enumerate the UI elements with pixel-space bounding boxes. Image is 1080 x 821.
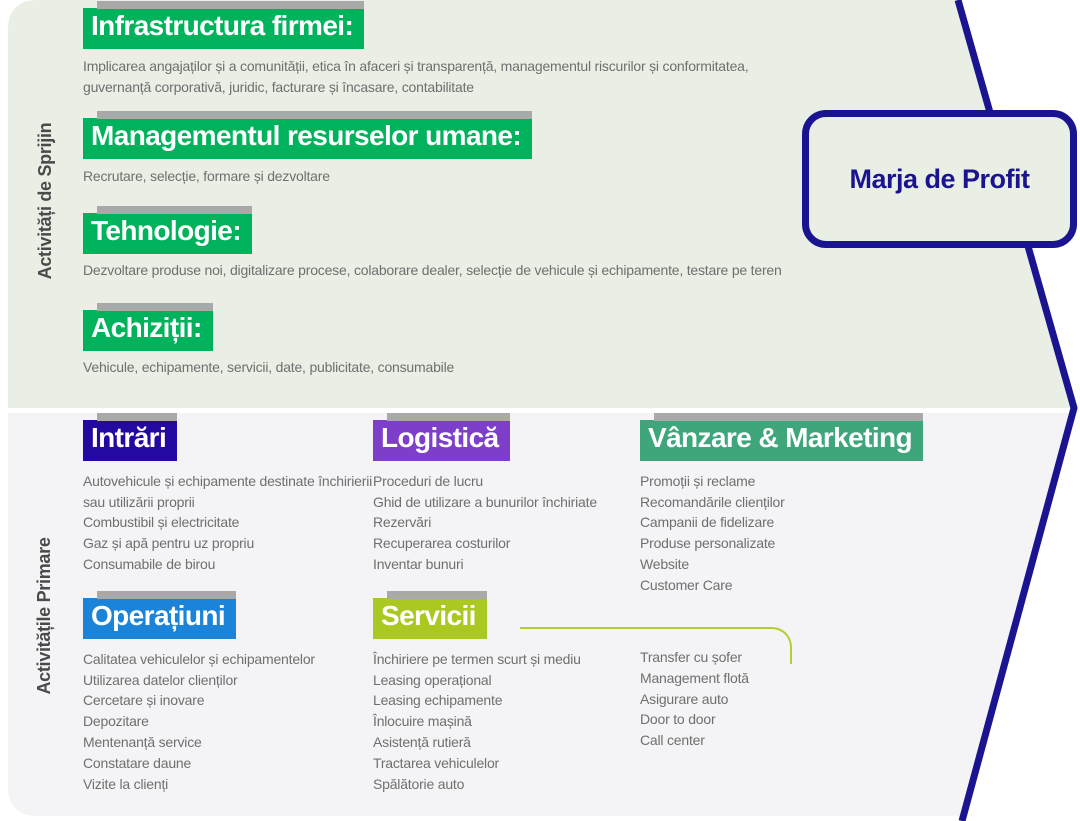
list-logistica: Proceduri de lucru Ghid de utilizare a b…: [373, 471, 653, 575]
list-item: Recuperarea costurilor: [373, 535, 511, 552]
list-item: Cercetare și inovare: [83, 692, 205, 709]
list-item: Spălătorie auto: [373, 775, 465, 792]
list-item: Door to door: [640, 711, 716, 728]
list-item: Customer Care: [640, 576, 733, 593]
list-item: Depozitare: [83, 713, 149, 730]
list-item: Utilizarea datelor clienților: [83, 671, 238, 688]
column-intrari: Intrări Autovehicule și echipamente dest…: [83, 413, 383, 575]
list-vanzare-marketing: Promoții și reclame Recomandările clienț…: [640, 471, 980, 596]
profit-margin-label: Marja de Profit: [849, 163, 1030, 194]
list-item: Inventar bunuri: [373, 555, 464, 572]
column-vanzare-marketing: Vânzare & Marketing Promoții și reclame …: [640, 413, 980, 596]
column-header-logistica: Logistică: [373, 413, 510, 461]
list-item: Recomandările clienților: [640, 493, 785, 510]
profit-margin-box: Marja de Profit: [802, 110, 1077, 248]
list-item: Combustibil și electricitate: [83, 514, 240, 531]
support-desc-achizitii: Vehicule, echipamente, servicii, date, p…: [83, 359, 455, 375]
side-label-support-activities: Activități de Sprijin: [35, 122, 55, 280]
list-item: Constatare daune: [83, 754, 192, 771]
servicii-connector-line: [520, 627, 792, 664]
list-item: Ghid de utilizare a bunurilor închiriate: [373, 493, 597, 510]
support-header-achizitii: Achiziții:: [83, 303, 213, 351]
list-item: Website: [640, 555, 689, 572]
list-servicii: Închiriere pe termen scurt și mediu Leas…: [373, 649, 653, 795]
list-item: Consumabile de birou: [83, 555, 216, 572]
list-item: Produse personalizate: [640, 535, 776, 552]
column-servicii: Servicii Închiriere pe termen scurt și m…: [373, 591, 653, 795]
list-item: Call center: [640, 732, 705, 749]
list-item: Vizite la clienți: [83, 775, 169, 792]
column-servicii-extra: Transfer cu șofer Management flotă Asigu…: [640, 637, 860, 751]
support-header-resurse-umane: Managementul resurselor umane:: [83, 111, 533, 159]
list-item: Rezervări: [373, 514, 432, 531]
support-header-infrastructura: Infrastructura firmei:: [83, 1, 365, 49]
list-item: Management flotă: [640, 669, 749, 686]
list-item: Promoții și reclame: [640, 472, 756, 489]
list-item: Autovehicule și echipamente destinate în…: [83, 472, 373, 510]
column-header-intrari: Intrări: [83, 413, 178, 461]
side-label-primary-activities: Activitățile Primare: [34, 537, 54, 695]
support-header-tehnologie: Tehnologie:: [83, 206, 252, 254]
list-item: Campanii de fidelizare: [640, 514, 775, 531]
list-item: Proceduri de lucru: [373, 472, 484, 489]
column-header-servicii: Servicii: [373, 591, 487, 639]
list-item: Închiriere pe termen scurt și mediu: [373, 650, 581, 667]
support-desc-tehnologie: Dezvoltare produse noi, digitalizare pro…: [83, 262, 782, 278]
list-item: Gaz și apă pentru uz propriu: [83, 535, 255, 552]
column-logistica: Logistică Proceduri de lucru Ghid de uti…: [373, 413, 653, 575]
column-header-operatiuni: Operațiuni: [83, 591, 237, 639]
list-item: Leasing operațional: [373, 671, 492, 688]
list-item: Înlocuire mașină: [373, 713, 472, 730]
list-servicii-extra: Transfer cu șofer Management flotă Asigu…: [640, 647, 860, 751]
list-item: Tractarea vehiculelor: [373, 754, 500, 771]
list-item: Leasing echipamente: [373, 692, 503, 709]
support-desc-resurse-umane: Recrutare, selecție, formare și dezvolta…: [83, 168, 330, 184]
support-desc-infrastructura: Implicarea angajaților și a comunității,…: [83, 58, 749, 95]
list-operatiuni: Calitatea vehiculelor și echipamentelor …: [83, 649, 383, 795]
list-item: Mentenanță service: [83, 733, 202, 750]
list-item: Transfer cu șofer: [640, 649, 742, 665]
list-item: Asistență rutieră: [373, 733, 471, 750]
column-operatiuni: Operațiuni Calitatea vehiculelor și echi…: [83, 591, 383, 795]
list-intrari: Autovehicule și echipamente destinate în…: [83, 471, 383, 575]
list-item: Asigurare auto: [640, 690, 729, 707]
column-header-vanzare-marketing: Vânzare & Marketing: [640, 413, 924, 461]
list-item: Calitatea vehiculelor și echipamentelor: [83, 650, 315, 667]
